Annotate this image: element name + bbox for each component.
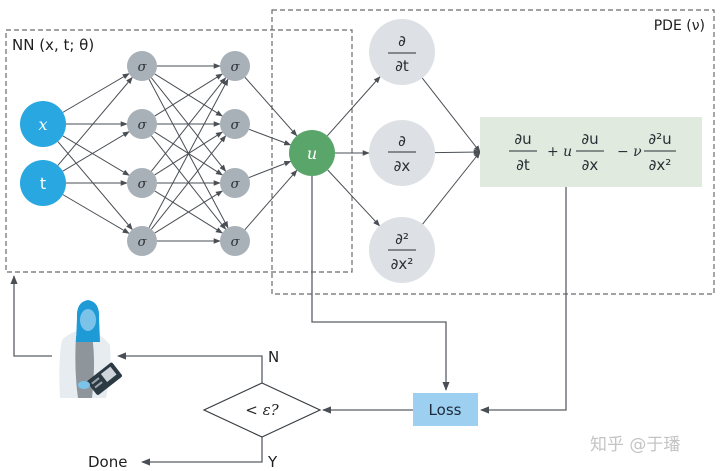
- edge-input-hidden1: [62, 131, 130, 172]
- pde-box: [271, 9, 715, 295]
- watermark: 知乎 @于璠: [590, 435, 680, 455]
- sigma-label: σ: [138, 60, 148, 75]
- derivative-den: ∂x²: [391, 255, 414, 273]
- pde-equation-box: ∂u ∂t + u ∂u ∂x − ν ∂²u ∂x²: [480, 117, 702, 187]
- derivative-node-dx: ∂ ∂x: [369, 120, 435, 186]
- sigma-label: σ: [138, 177, 148, 192]
- loss-label: Loss: [429, 401, 462, 419]
- derivative-num: ∂: [398, 32, 406, 50]
- eq-den: ∂t: [516, 156, 530, 174]
- u-to-loss-line: [311, 176, 450, 391]
- input-label-t: t: [40, 174, 46, 193]
- edge-hidden1-hidden2: [154, 73, 223, 117]
- edge-hidden2-output: [248, 128, 292, 146]
- edge-output-derivative: [327, 169, 381, 227]
- eq-op-minus-nu: − ν: [617, 144, 642, 160]
- eq-term-dudx: ∂u ∂x: [576, 130, 604, 174]
- hidden-node: σ: [220, 168, 250, 198]
- sigma-label: σ: [231, 235, 241, 250]
- edge-hidden1-hidden2: [148, 78, 229, 228]
- edge-hidden1-hidden2: [150, 135, 227, 230]
- eq-den: ∂x: [582, 156, 599, 174]
- flow-lines: [10, 176, 567, 466]
- scientist-with-tablet-icon: [59, 300, 122, 398]
- sigma-label: σ: [231, 60, 241, 75]
- hidden-node: σ: [220, 226, 250, 256]
- edge-hidden1-hidden2: [150, 77, 227, 172]
- eq-num: ∂u: [581, 130, 598, 148]
- edge-derivative-pde: [421, 77, 481, 153]
- input-label-x: x: [38, 115, 47, 134]
- edge-input-hidden1: [62, 135, 130, 176]
- derivative-num: ∂²: [395, 230, 409, 248]
- pde-box-label: PDE (ν): [654, 18, 705, 34]
- eq-num: ∂u: [514, 130, 531, 148]
- eq-den: ∂x²: [649, 156, 672, 174]
- derivative-num: ∂: [398, 132, 406, 150]
- derivative-node-dt: ∂ ∂t: [369, 19, 435, 85]
- retrain-line: [10, 275, 52, 357]
- sigma-label: σ: [231, 177, 241, 192]
- nn-box: [5, 29, 353, 273]
- input-node-t: t: [20, 160, 66, 206]
- eq-op-plus-u: + u: [547, 144, 572, 160]
- derivative-den: ∂t: [395, 57, 409, 75]
- derivative-node-dxx: ∂² ∂x²: [369, 217, 435, 283]
- pde-to-loss-line: [480, 187, 567, 414]
- hidden-layer-1: σ σ σ σ: [127, 51, 157, 256]
- hidden-node: σ: [127, 109, 157, 139]
- edge-hidden2-output: [244, 169, 298, 231]
- sigma-label: σ: [138, 235, 148, 250]
- edge-hidden2-output: [248, 160, 292, 179]
- edge-hidden1-hidden2: [154, 190, 223, 234]
- done-label: Done: [88, 453, 127, 471]
- hidden-node: σ: [127, 168, 157, 198]
- output-node-u: u: [289, 130, 335, 176]
- hidden-node: σ: [220, 109, 250, 139]
- edge-input-hidden1: [62, 194, 130, 234]
- edge-output-derivative: [326, 76, 381, 137]
- nn-box-label: NN (x, t; θ): [12, 36, 94, 54]
- input-node-x: x: [20, 101, 66, 147]
- decision-no-line: [117, 352, 263, 383]
- decision-label: < ε?: [245, 401, 279, 419]
- edge-input-hidden1: [57, 76, 133, 166]
- eq-num: ∂²u: [648, 130, 671, 148]
- decision-no-label: N: [268, 348, 279, 366]
- edge-input-hidden1: [62, 73, 130, 113]
- hidden-layer-2: σ σ σ σ: [220, 51, 250, 256]
- output-label: u: [307, 144, 317, 163]
- edge-derivative-pde: [422, 151, 481, 225]
- sigma-label: σ: [231, 118, 241, 133]
- hidden-node: σ: [127, 51, 157, 81]
- eq-term-dudt: ∂u ∂t: [509, 130, 537, 174]
- decision-yes-label: Y: [267, 453, 278, 471]
- eq-term-d2udx2: ∂²u ∂x²: [644, 130, 676, 174]
- derivative-den: ∂x: [394, 157, 411, 175]
- hidden-node: σ: [220, 51, 250, 81]
- decision-diamond: < ε?: [202, 382, 322, 438]
- decision-yes-line: [141, 437, 263, 466]
- loss-box: Loss: [413, 393, 478, 426]
- edge-derivative-pde: [434, 149, 481, 155]
- edge-hidden2-output: [244, 76, 298, 137]
- network-edges: [57, 63, 481, 244]
- edge-input-hidden1: [57, 141, 133, 231]
- hidden-node: σ: [127, 226, 157, 256]
- sigma-label: σ: [138, 118, 148, 133]
